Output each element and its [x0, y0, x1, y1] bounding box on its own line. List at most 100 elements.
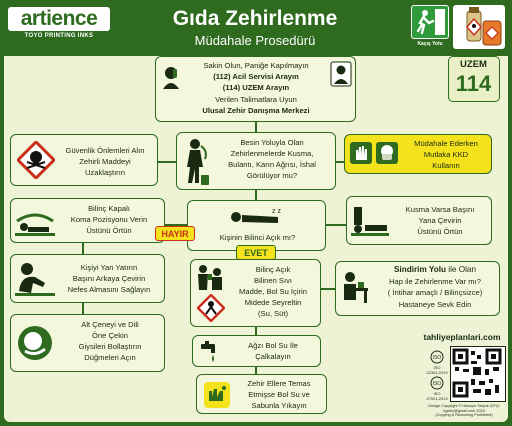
doctor-icon [330, 61, 352, 92]
lay-line-3: Nefes Almasını Sağlayın [67, 285, 151, 294]
emergency-line-4: Verilen Talimatlara Uyun [215, 95, 297, 104]
lying-person-icon: z z [228, 205, 286, 232]
vomit-line-1: Kusma Varsa Başını [405, 205, 475, 214]
exit-label: Kaçış Yolu [417, 41, 443, 47]
pill-line-1-rest: ile Olan [445, 265, 477, 274]
safety-line-1: Güvenlik Önlemleri Alın [65, 146, 145, 155]
step-lay-on-side: Kişiyi Yan Yatırın Başını Arkaya Çevirin… [10, 254, 165, 303]
vomit-line-2: Yana Çevirin [418, 216, 462, 225]
copyright-line-3: (Copying & Reworking Prohibited) [435, 413, 493, 418]
symptoms-line-1: Besin Yoluyla Olan [240, 138, 304, 147]
conscious-question-text: Kişinin Bilinci Açık mı? [219, 233, 296, 242]
iso-badge-icon: ISO [430, 350, 444, 364]
breathing-position-icon [15, 261, 55, 302]
copyright: Design Copyright © Hüseyin Selçuk ÇİFÇİ … [420, 404, 508, 418]
flow-arrow [165, 224, 187, 226]
ppe-line-3: Kullanın [432, 161, 460, 170]
flow-arrow [255, 367, 257, 374]
cert-iso-27001: ISO ISO 27001:2013 [426, 376, 448, 401]
jaw-line-4: Düğmeleri Açın [84, 353, 136, 362]
flow-arrow [255, 327, 257, 335]
drink-line-4: Midede Seyreltin [244, 298, 302, 307]
unconscious-line-3: Üstünü Örtün [86, 226, 132, 235]
vomiting-person-icon [181, 137, 211, 192]
phone-call-icon [160, 65, 182, 96]
pill-line-4: Hastaneye Sevk Edin [398, 300, 472, 309]
vomit-line-3: Üstünü Örtün [417, 227, 463, 236]
unconscious-line-1: Bilinç Kapalı [88, 204, 130, 213]
hands-line-3: Sabunla Yıkayın [251, 401, 307, 410]
step-safety-measures: Güvenlik Önlemleri Alın Zehirli Maddeyi … [10, 134, 158, 186]
safety-line-3: Uzaklaştırın [84, 168, 126, 177]
step-symptoms-question: Besin Yoluyla Olan Zehirlenmelerde Kusma… [176, 132, 336, 190]
poison-hazard-icon [453, 5, 505, 49]
jaw-line-2: Öne Çekin [92, 331, 128, 340]
step-pill-poisoning: Sindirim Yolu ile Olan Hap ile Zehirlenm… [335, 261, 500, 316]
page-title: Gıda Zehirlenme [172, 7, 338, 30]
cert-iso-22301: ISO ISO 22301:2019 [426, 350, 448, 375]
copyright-line-1: Design Copyright © Hüseyin Selçuk ÇİFÇİ [428, 404, 500, 408]
ppe-line-1: Müdahale Ederken [414, 139, 478, 148]
giving-water-icon [195, 264, 225, 297]
lay-line-1: Kişiyi Yan Yatırın [80, 263, 138, 272]
flow-arrow [321, 288, 335, 290]
step-wash-hands: Zehir Ellere Temas Etmişse Bol Su ve Sab… [196, 374, 327, 414]
gloves-icon [349, 141, 373, 170]
drink-line-3: Madde, Bol Su İçirin [239, 287, 307, 296]
website-link[interactable]: tahliyeplanlari.com [423, 332, 501, 342]
brand-tagline: TOYO PRINTING INKS [24, 33, 94, 39]
cert-iso-27001-label: ISO 27001:2013 [426, 391, 448, 401]
pill-line-3: ( İntihar amaçlı / Bilinçsizce) [387, 288, 483, 297]
flow-arrow [82, 243, 84, 254]
drink-line-2: Bilinen Sıvı [254, 276, 292, 285]
mask-icon [375, 141, 399, 170]
jaw-line-3: Giysileri Bollaştırın [78, 342, 142, 351]
emergency-line-5: Ulusal Zehir Danışma Merkezi [202, 106, 310, 115]
svg-text:z z: z z [272, 208, 281, 215]
hands-line-2: Etmişse Bol Su ve [248, 390, 310, 399]
symptoms-line-2: Zehirlenmelerde Kusma, [230, 149, 314, 158]
step-drink-water: Bilinç Açık Bilinen Sıvı Madde, Bol Su İ… [190, 259, 321, 327]
unconscious-line-2: Koma Pozisyonu Verin [70, 215, 148, 224]
uzem-label: UZEM [460, 59, 487, 70]
emergency-line-3: (114) UZEM Arayın [222, 83, 290, 92]
hands-line-1: Zehir Ellere Temas [247, 379, 311, 388]
drink-line-1: Bilinç Açık [255, 265, 291, 274]
safety-line-2: Zehirli Maddeyi [79, 157, 131, 166]
pill-line-1: Sindirim Yolu ile Olan [372, 265, 498, 275]
hand-wash-icon [203, 381, 231, 414]
jaw-line-1: Alt Çeneyi ve Dili [81, 320, 139, 329]
uzem-badge: UZEM 114 [448, 56, 500, 102]
step-unconscious: Bilinç Kapalı Koma Pozisyonu Verin Üstün… [10, 198, 165, 243]
step-ppe: Müdahale Ederken Mutlaka KKD Kullanın [344, 134, 492, 174]
no-label: HAYIR [155, 226, 195, 241]
uzem-number: 114 [455, 71, 492, 96]
svg-text:ISO: ISO [433, 355, 442, 361]
flow-arrow [336, 161, 346, 163]
health-hazard-icon [196, 293, 226, 327]
brand-name: artience [8, 7, 110, 31]
copyright-line-2: hgcifci@gmail.com 2023 [443, 408, 485, 413]
iso-badge-icon: ISO [430, 376, 444, 390]
hospital-desk-icon [340, 270, 370, 311]
ppe-line-2: Mutlaka KKD [423, 150, 469, 159]
emergency-line-2: (112) Acil Servisi Arayın [213, 72, 299, 81]
pill-line-2: Hap ile Zehirlenme Var mı? [389, 277, 481, 286]
step-vomit-turn-head: Kusma Varsa Başını Yana Çevirin Üstünü Ö… [346, 196, 492, 245]
toxic-skull-icon [15, 139, 57, 184]
qr-code-icon[interactable] [450, 346, 506, 402]
recovery-position-icon [15, 205, 55, 242]
step-rinse-mouth: Ağzı Bol Su İle Çalkalayın [192, 335, 321, 367]
step-jaw-forward: Alt Çeneyi ve Dili Öne Çekin Giysileri B… [10, 314, 165, 372]
head-tilt-icon [15, 323, 55, 368]
pill-line-1-bold: Sindirim Yolu [393, 265, 446, 274]
symptoms-line-3: Bulantı, Karın Ağrısı, İshal [228, 160, 316, 169]
lay-line-2: Başını Arkaya Çevirin [72, 274, 146, 283]
flow-arrow [326, 224, 346, 226]
page-subtitle: Müdahale Prosedürü [194, 33, 316, 48]
svg-text:ISO: ISO [433, 381, 442, 387]
rinse-line-2: Çalkalayın [255, 352, 291, 361]
flow-arrow [255, 190, 257, 200]
yes-label: EVET [236, 245, 276, 260]
